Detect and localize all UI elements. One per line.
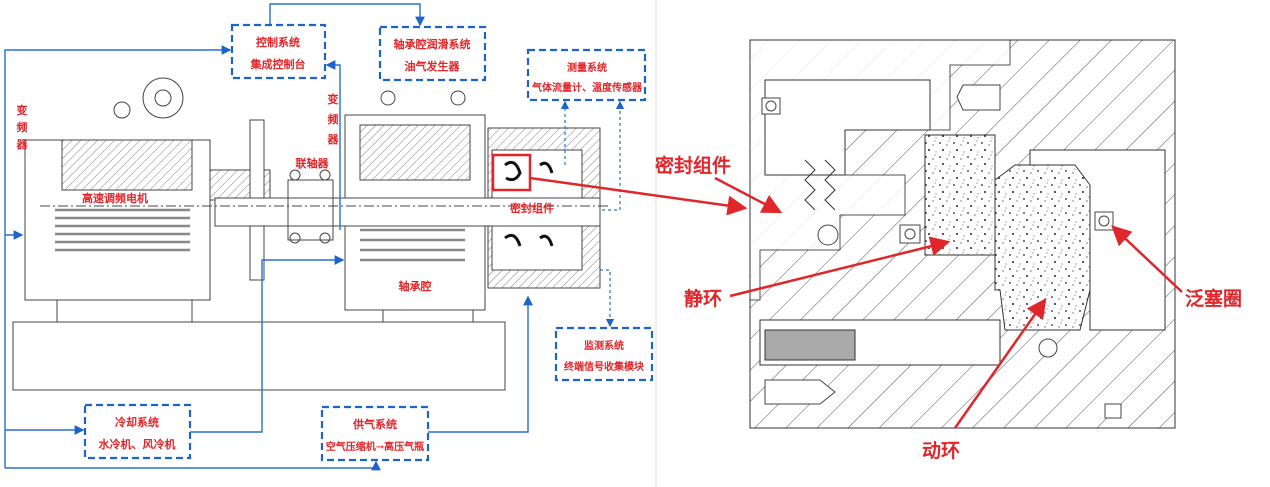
svg-text:控制系统: 控制系统 (256, 35, 300, 49)
lubrication-system-box: 轴承腔润滑系统 油气发生器 (378, 25, 487, 82)
coupling (287, 179, 334, 241)
inverter-right-label: 变 频 器 (327, 92, 340, 146)
monitoring-system-box: 监测系统 终端信号收集模块 (554, 326, 654, 382)
svg-text:空气压缩机→高压气瓶: 空气压缩机→高压气瓶 (326, 440, 424, 453)
svg-text:监测系统: 监测系统 (584, 339, 624, 352)
base-plate (12, 321, 506, 391)
static-ring (924, 134, 996, 256)
motor-fan (142, 77, 184, 119)
zoom-arrow (529, 176, 748, 216)
control-system-box: 控制系统 集成控制台 (230, 23, 327, 80)
svg-text:气体流量计、温度传感器: 气体流量计、温度传感器 (531, 81, 643, 94)
static-ring-label: 静环 (684, 287, 722, 310)
inverter-left-label: 变 频 器 (16, 103, 29, 151)
svg-text:供气系统: 供气系统 (352, 417, 397, 431)
svg-text:器: 器 (16, 138, 29, 151)
seal-assembly-label: 密封组件 (655, 154, 731, 177)
seal-label: 密封组件 (510, 201, 554, 215)
coupling-label: 联轴器 (296, 156, 330, 170)
detail-arrows (714, 176, 1183, 429)
seal-detail-drawing (749, 39, 1176, 429)
svg-text:频: 频 (328, 112, 339, 126)
flow-lines (4, 3, 748, 471)
svg-text:集成控制台: 集成控制台 (250, 57, 306, 71)
rotating-ring (994, 164, 1091, 331)
svg-text:测量系统: 测量系统 (567, 61, 607, 74)
spring-seal (1094, 211, 1114, 231)
svg-text:终端信号收集模块: 终端信号收集模块 (564, 360, 645, 373)
spring-energized-seal-label: 泛塞圈 (1185, 287, 1242, 310)
measurement-system-box: 测量系统 气体流量计、温度传感器 (526, 48, 647, 102)
svg-text:冷却系统: 冷却系统 (115, 415, 159, 429)
shaft (214, 197, 601, 227)
svg-text:器: 器 (327, 133, 340, 146)
gas-supply-system-box: 供气系统 空气压缩机→高压气瓶 (320, 405, 430, 462)
svg-text:水冷机、风冷机: 水冷机、风冷机 (99, 437, 176, 451)
rotating-ring-label: 动环 (922, 440, 960, 462)
svg-text:轴承腔润滑系统: 轴承腔润滑系统 (394, 37, 471, 51)
svg-text:油气发生器: 油气发生器 (405, 59, 461, 73)
svg-text:变: 变 (328, 92, 339, 106)
bearing-cavity-label: 轴承腔 (399, 279, 432, 293)
motor-label: 高速调频电机 (82, 191, 148, 205)
seal-highlight-box (491, 153, 532, 192)
cooling-system-box: 冷却系统 水冷机、风冷机 (83, 403, 192, 460)
svg-text:频: 频 (17, 120, 28, 134)
test-rig-drawing (12, 77, 610, 391)
svg-text:变: 变 (17, 103, 28, 117)
